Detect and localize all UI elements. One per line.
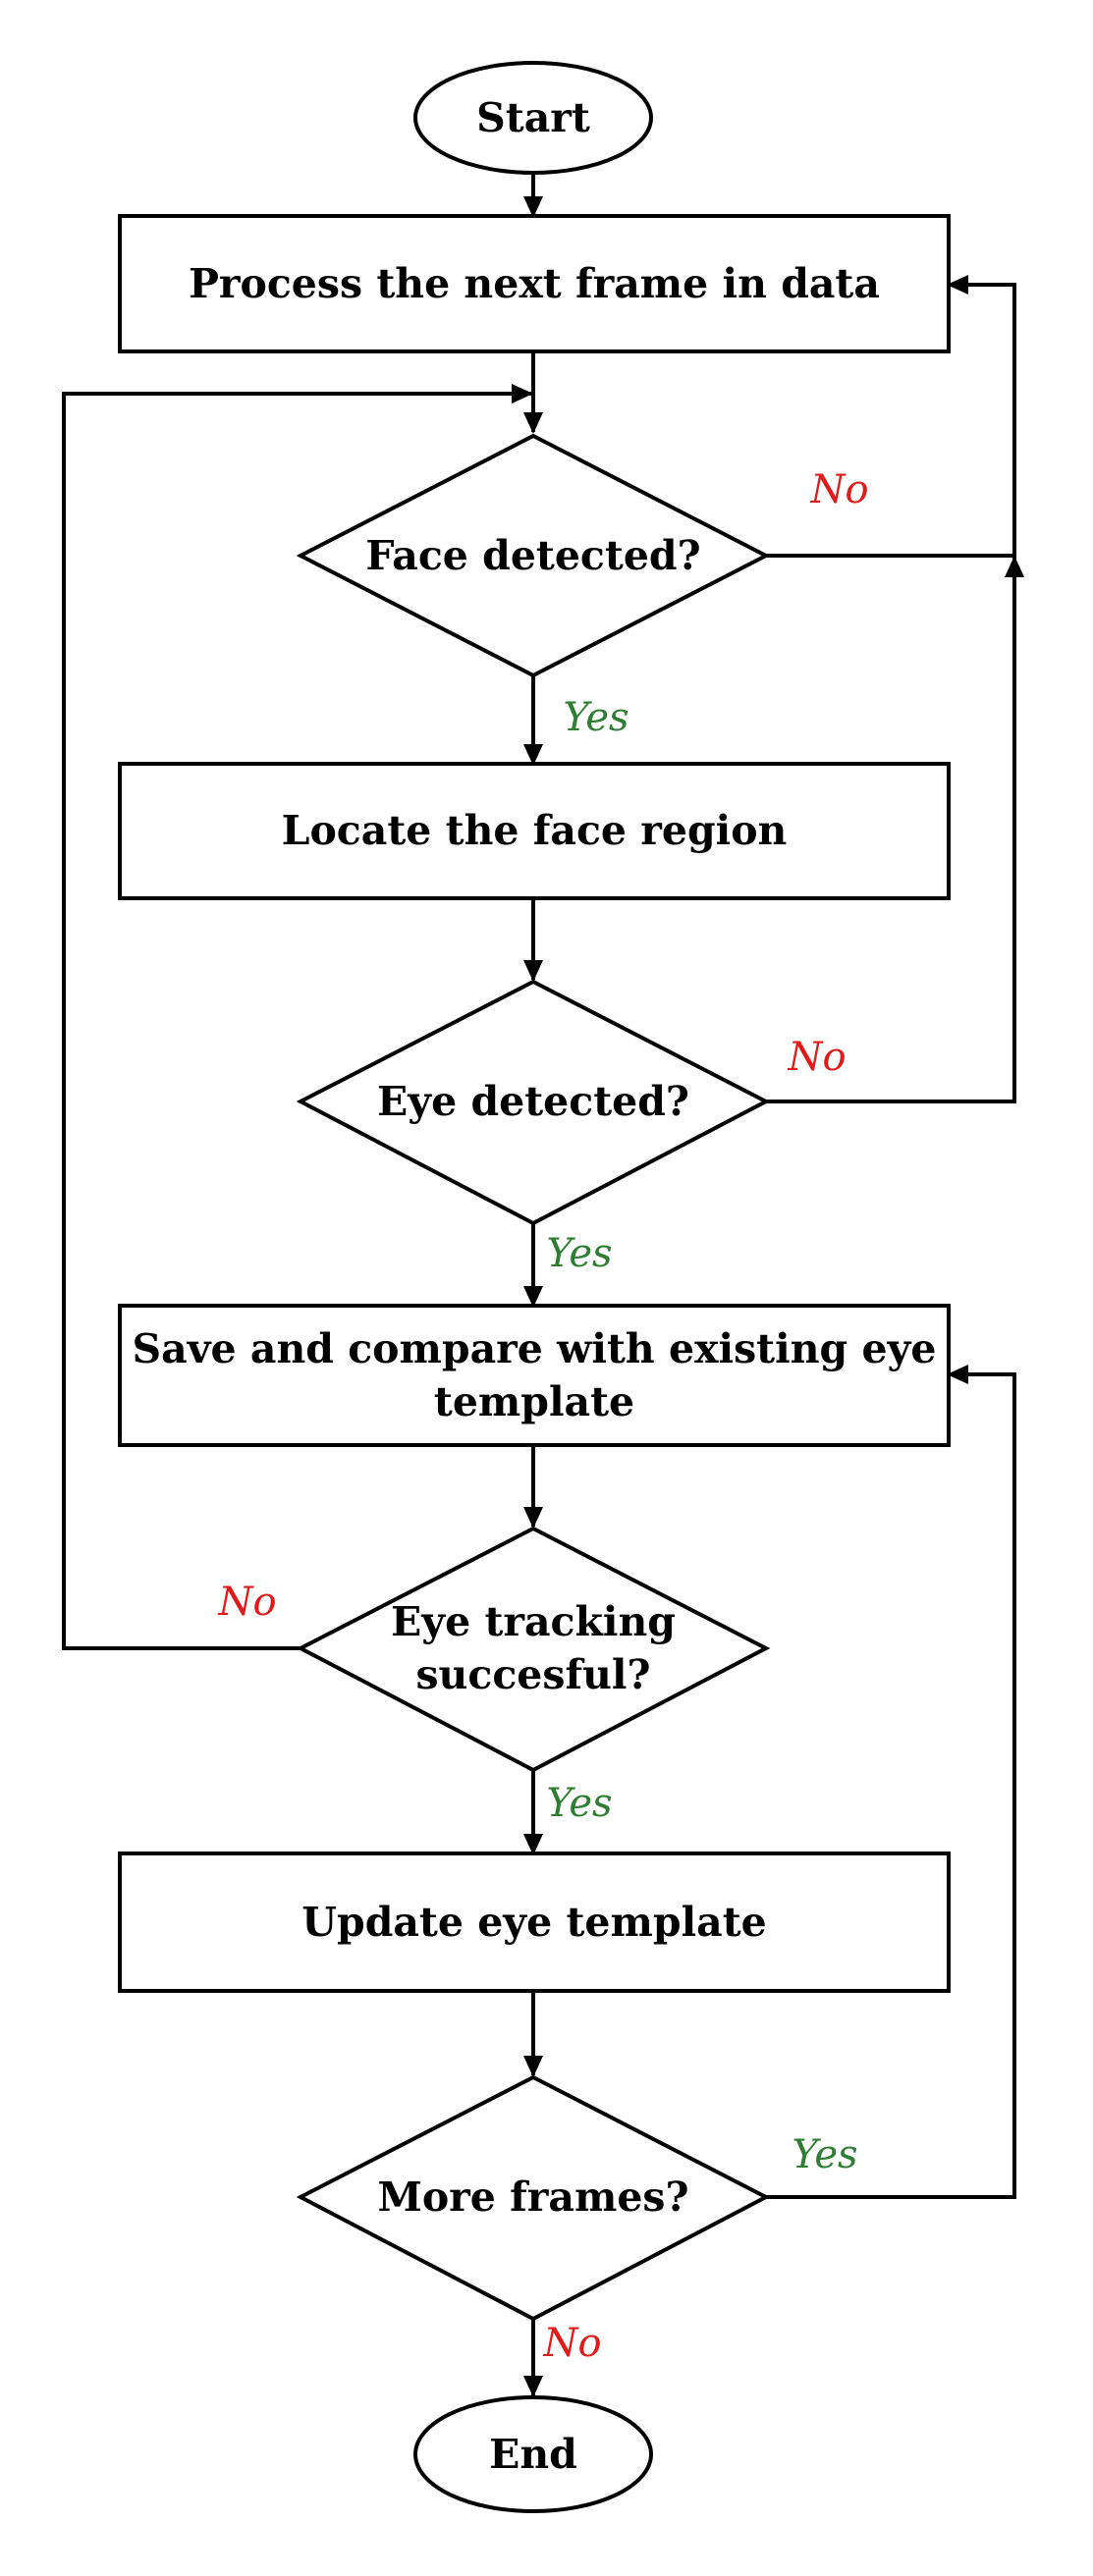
process-frame-label: Process the next frame in data [189, 260, 880, 307]
start-label: Start [476, 94, 590, 141]
branch-labels: No Yes No Yes No Yes Yes No [217, 467, 868, 2366]
eye-tracking-decision: Eye tracking succesful? [296, 1526, 771, 1773]
eye-yes-label: Yes [546, 1231, 612, 1276]
save-compare-box: Save and compare with existing eye templ… [118, 1304, 951, 1447]
eye-no-label: No [787, 1035, 846, 1080]
tracking-no-label: No [217, 1580, 276, 1625]
arrow-more-yes-loop [766, 1365, 1016, 2199]
locate-face-label: Locate the face region [282, 807, 788, 854]
face-no-label: No [809, 467, 868, 512]
arrow-tracking-no-loop [62, 392, 533, 1650]
arrow-eye-no-loop [766, 556, 1024, 1103]
save-compare-label-line2: template [434, 1378, 634, 1425]
start-node: Start [413, 61, 653, 175]
eye-detected-label: Eye detected? [377, 1078, 689, 1125]
face-detected-label: Face detected? [365, 532, 700, 579]
end-node: End [413, 2395, 653, 2513]
locate-face-box: Locate the face region [118, 762, 951, 900]
face-yes-label: Yes [563, 695, 628, 740]
update-template-box: Update eye template [118, 1852, 951, 1993]
tracking-yes-label: Yes [546, 1781, 612, 1826]
eye-tracking-label-line1: Eye tracking [391, 1598, 676, 1645]
process-frame-box: Process the next frame in data [118, 214, 951, 353]
update-template-label: Update eye template [301, 1899, 766, 1946]
face-detected-decision: Face detected? [296, 433, 771, 678]
save-compare-label-line1: Save and compare with existing eye [133, 1325, 937, 1372]
more-frames-decision: More frames? [296, 2074, 771, 2322]
more-frames-label: More frames? [377, 2174, 688, 2221]
more-no-label: No [542, 2321, 601, 2366]
eye-tracking-label-line2: succesful? [415, 1651, 650, 1698]
connectors [62, 173, 1024, 2397]
more-yes-label: Yes [792, 2132, 857, 2177]
eye-detected-decision: Eye detected? [296, 979, 771, 1226]
arrow-face-no-loop [766, 275, 1016, 558]
end-label: End [489, 2431, 577, 2478]
